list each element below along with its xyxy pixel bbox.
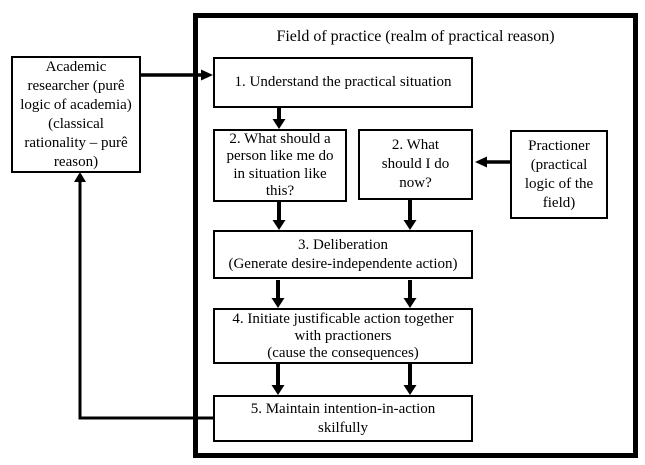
field-of-practice-title: Field of practice (realm of practical re… <box>276 28 555 45</box>
node-academic-researcher-label: Academic researcher (purê logic of acade… <box>20 58 132 170</box>
node-step-4-label: 4. Initiate justificable action together… <box>232 310 454 361</box>
node-practitioner-label: Practioner (practical logic of the field… <box>524 137 594 211</box>
node-step-4-initiate-action: 4. Initiate justificable action together… <box>213 308 473 364</box>
node-step-5-label: 5. Maintain intention-in-action skilfull… <box>250 400 436 436</box>
node-step-3-label: 3. Deliberation (Generate desire-indepen… <box>228 236 458 272</box>
node-step-2a-label: 2. What should a person like me do in si… <box>226 130 334 200</box>
node-step-2b-what-should-i-do: 2. What should I do now? <box>358 129 473 200</box>
node-step-2b-label: 2. What should I do now? <box>381 137 450 191</box>
node-step-5-maintain-intention: 5. Maintain intention-in-action skilfull… <box>213 395 473 442</box>
node-step-3-deliberation: 3. Deliberation (Generate desire-indepen… <box>213 230 473 279</box>
node-practitioner: Practioner (practical logic of the field… <box>510 130 608 219</box>
node-academic-researcher: Academic researcher (purê logic of acade… <box>11 56 141 173</box>
node-step-1-label: 1. Understand the practical situation <box>234 74 452 90</box>
node-step-2a-person-like-me: 2. What should a person like me do in si… <box>213 129 347 202</box>
node-step-1-understand: 1. Understand the practical situation <box>213 57 473 108</box>
